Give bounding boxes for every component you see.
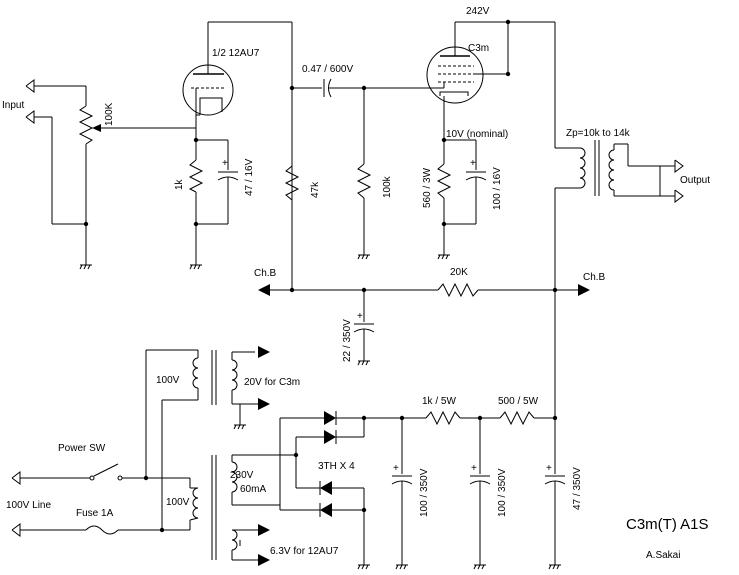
- pot-label: 100K: [104, 102, 115, 126]
- pt2-hv-label: 230V: [230, 470, 254, 481]
- r-cathode1-label: 1k: [174, 178, 185, 190]
- chb-right-label: Ch.B: [583, 272, 606, 283]
- output-transformer: [554, 140, 684, 418]
- c-f1-label: 100 / 350V: [419, 468, 430, 517]
- pt1-sec-label: 20V for C3m: [244, 377, 300, 388]
- rect-label: 3TH X 4: [318, 461, 355, 472]
- plate-resistor-47k: [284, 165, 300, 201]
- c-f3-label: 47 / 350V: [572, 467, 583, 510]
- c-cathode2-label: 100 / 16V: [492, 167, 503, 210]
- c-cathode1-label: 47 / 16V: [244, 158, 255, 196]
- r-20k-label: 20K: [450, 267, 468, 278]
- author-label: A.Sakai: [646, 550, 680, 561]
- pt2-ma-label: 60mA: [240, 484, 266, 495]
- pentode-c3m: [426, 46, 508, 140]
- psu-filter: + + +: [361, 410, 566, 570]
- svg-text:+: +: [470, 158, 476, 169]
- decoupling-cap-22uf: +: [353, 290, 375, 366]
- svg-text:+: +: [471, 463, 477, 474]
- svg-text:+: +: [393, 463, 399, 474]
- fuse-label: Fuse 1A: [76, 508, 114, 519]
- c-22-label: 22 / 350V: [342, 319, 353, 362]
- line-label: 100V Line: [6, 500, 51, 511]
- b-plus-node: [454, 19, 556, 148]
- zp-label: Zp=10k to 14k: [566, 128, 631, 139]
- v-cathode2-label: 10V (nominal): [446, 129, 508, 140]
- power-transformer-2: [189, 454, 296, 566]
- chb-left-label: Ch.B: [254, 268, 277, 279]
- volume-potentiometer: [78, 86, 196, 270]
- power-transformer-1: [145, 346, 270, 530]
- r-500-label: 500 / 5W: [498, 396, 539, 407]
- power-sw-label: Power SW: [58, 443, 106, 454]
- pt1-pri-label: 100V: [156, 375, 180, 386]
- svg-text:+: +: [546, 463, 552, 474]
- ch-b-bus: [258, 282, 590, 298]
- triode-12au7: [182, 22, 234, 160]
- heater-label: 6.3V for 12AU7: [270, 546, 339, 557]
- cathode-network-1: +: [188, 137, 239, 270]
- pentode-label: C3m: [468, 43, 489, 54]
- svg-text:+: +: [357, 311, 363, 322]
- b-plus-label: 242V: [466, 6, 490, 17]
- rectifier-bridge: [279, 411, 371, 570]
- triode-label: 1/2 12AU7: [212, 48, 260, 59]
- r-1k5w-label: 1k / 5W: [422, 396, 456, 407]
- input-terminals: [25, 79, 86, 225]
- mains-input: [11, 463, 190, 537]
- r-grid2-label: 100k: [382, 175, 393, 198]
- grid-resistor-100k: [356, 88, 372, 260]
- diagram-title: C3m(T) A1S: [626, 516, 709, 533]
- r-plate1-label: 47k: [310, 181, 321, 198]
- coupling-capacitor: [292, 78, 444, 98]
- pt2-pri-label: 100V: [166, 497, 190, 508]
- svg-text:+: +: [222, 158, 228, 169]
- cathode-network-2: +: [436, 137, 487, 260]
- input-label: Input: [2, 100, 24, 111]
- c-coupling-label: 0.47 / 600V: [302, 64, 353, 75]
- c-f2-label: 100 / 350V: [497, 468, 508, 517]
- output-label: Output: [680, 175, 710, 186]
- r-cathode2-label: 560 / 3W: [422, 167, 433, 208]
